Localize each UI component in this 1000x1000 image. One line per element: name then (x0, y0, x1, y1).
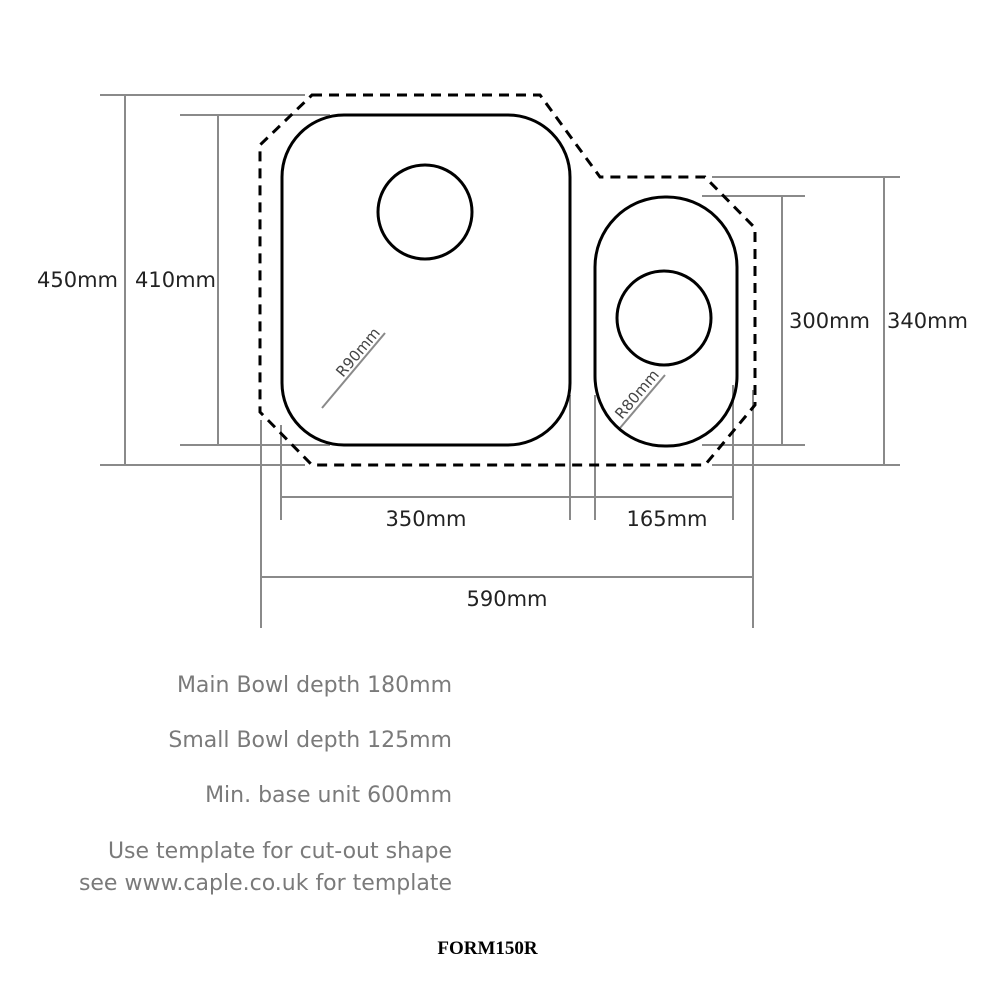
template-note-2: see www.caple.co.uk for template (78, 871, 452, 896)
cutout-outline (258, 93, 757, 467)
small-bowl-depth-note: Small Bowl depth 125mm (168, 728, 452, 753)
small-radius-label: R80mm (611, 366, 663, 423)
main-radius-label: R90mm (332, 324, 384, 381)
main-bowl-width-label: 350mm (386, 507, 467, 531)
main-bowl-waste (376, 163, 474, 261)
small-bowl (593, 195, 739, 448)
template-note-1: Use template for cut-out shape (107, 839, 452, 864)
main-bowl (280, 113, 572, 447)
small-bowl-height-label: 300mm (789, 309, 870, 333)
overall-height-label: 450mm (37, 268, 118, 292)
model-number: FORM150R (437, 938, 538, 959)
dimension-lines (100, 94, 900, 628)
main-bowl-height-label: 410mm (135, 268, 216, 292)
small-bowl-waste (615, 269, 713, 367)
main-bowl-depth-note: Main Bowl depth 180mm (176, 673, 452, 698)
small-overall-height-label: 340mm (887, 309, 968, 333)
overall-width-label: 590mm (467, 587, 548, 611)
base-unit-note: Min. base unit 600mm (205, 783, 452, 808)
small-bowl-width-label: 165mm (627, 507, 708, 531)
